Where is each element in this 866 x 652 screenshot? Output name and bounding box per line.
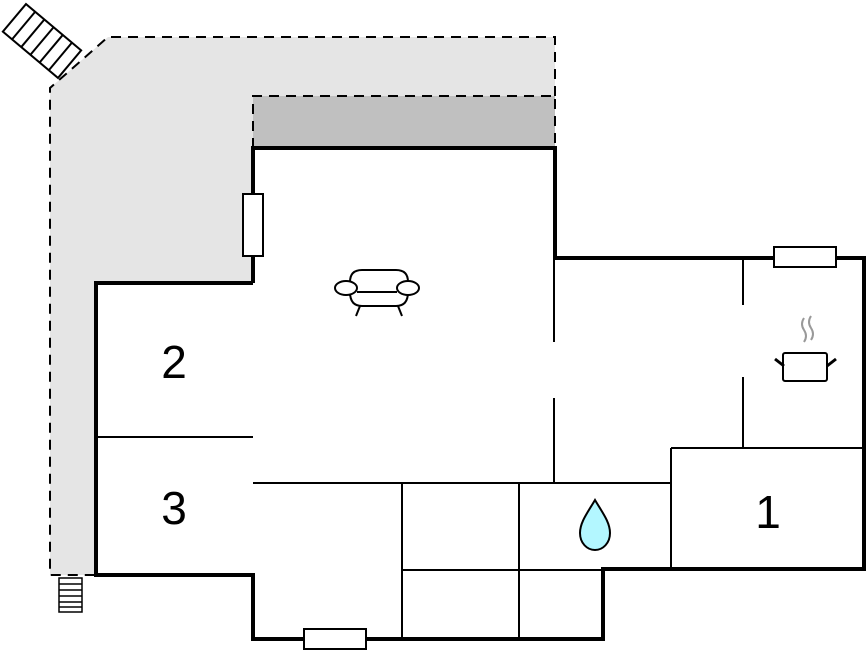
room-label-bedroom-1: 1: [755, 486, 781, 538]
stairs-icon: [1, 2, 83, 80]
window-south: [303, 628, 367, 650]
room-label-bedroom-2: 2: [161, 336, 187, 388]
window-living-room-west: [242, 193, 264, 257]
terrace-area: [49, 36, 556, 576]
windows: [242, 193, 837, 650]
window-kitchen-north: [773, 246, 837, 268]
interior-walls: [96, 258, 864, 639]
sofa-icon: [334, 269, 420, 317]
cooking-pot-icon: [774, 315, 837, 382]
stairs-icon: [58, 577, 83, 613]
room-label-bedroom-3: 3: [161, 482, 187, 534]
water-drop-icon: [578, 498, 612, 552]
covered-terrace-area: [252, 95, 556, 148]
